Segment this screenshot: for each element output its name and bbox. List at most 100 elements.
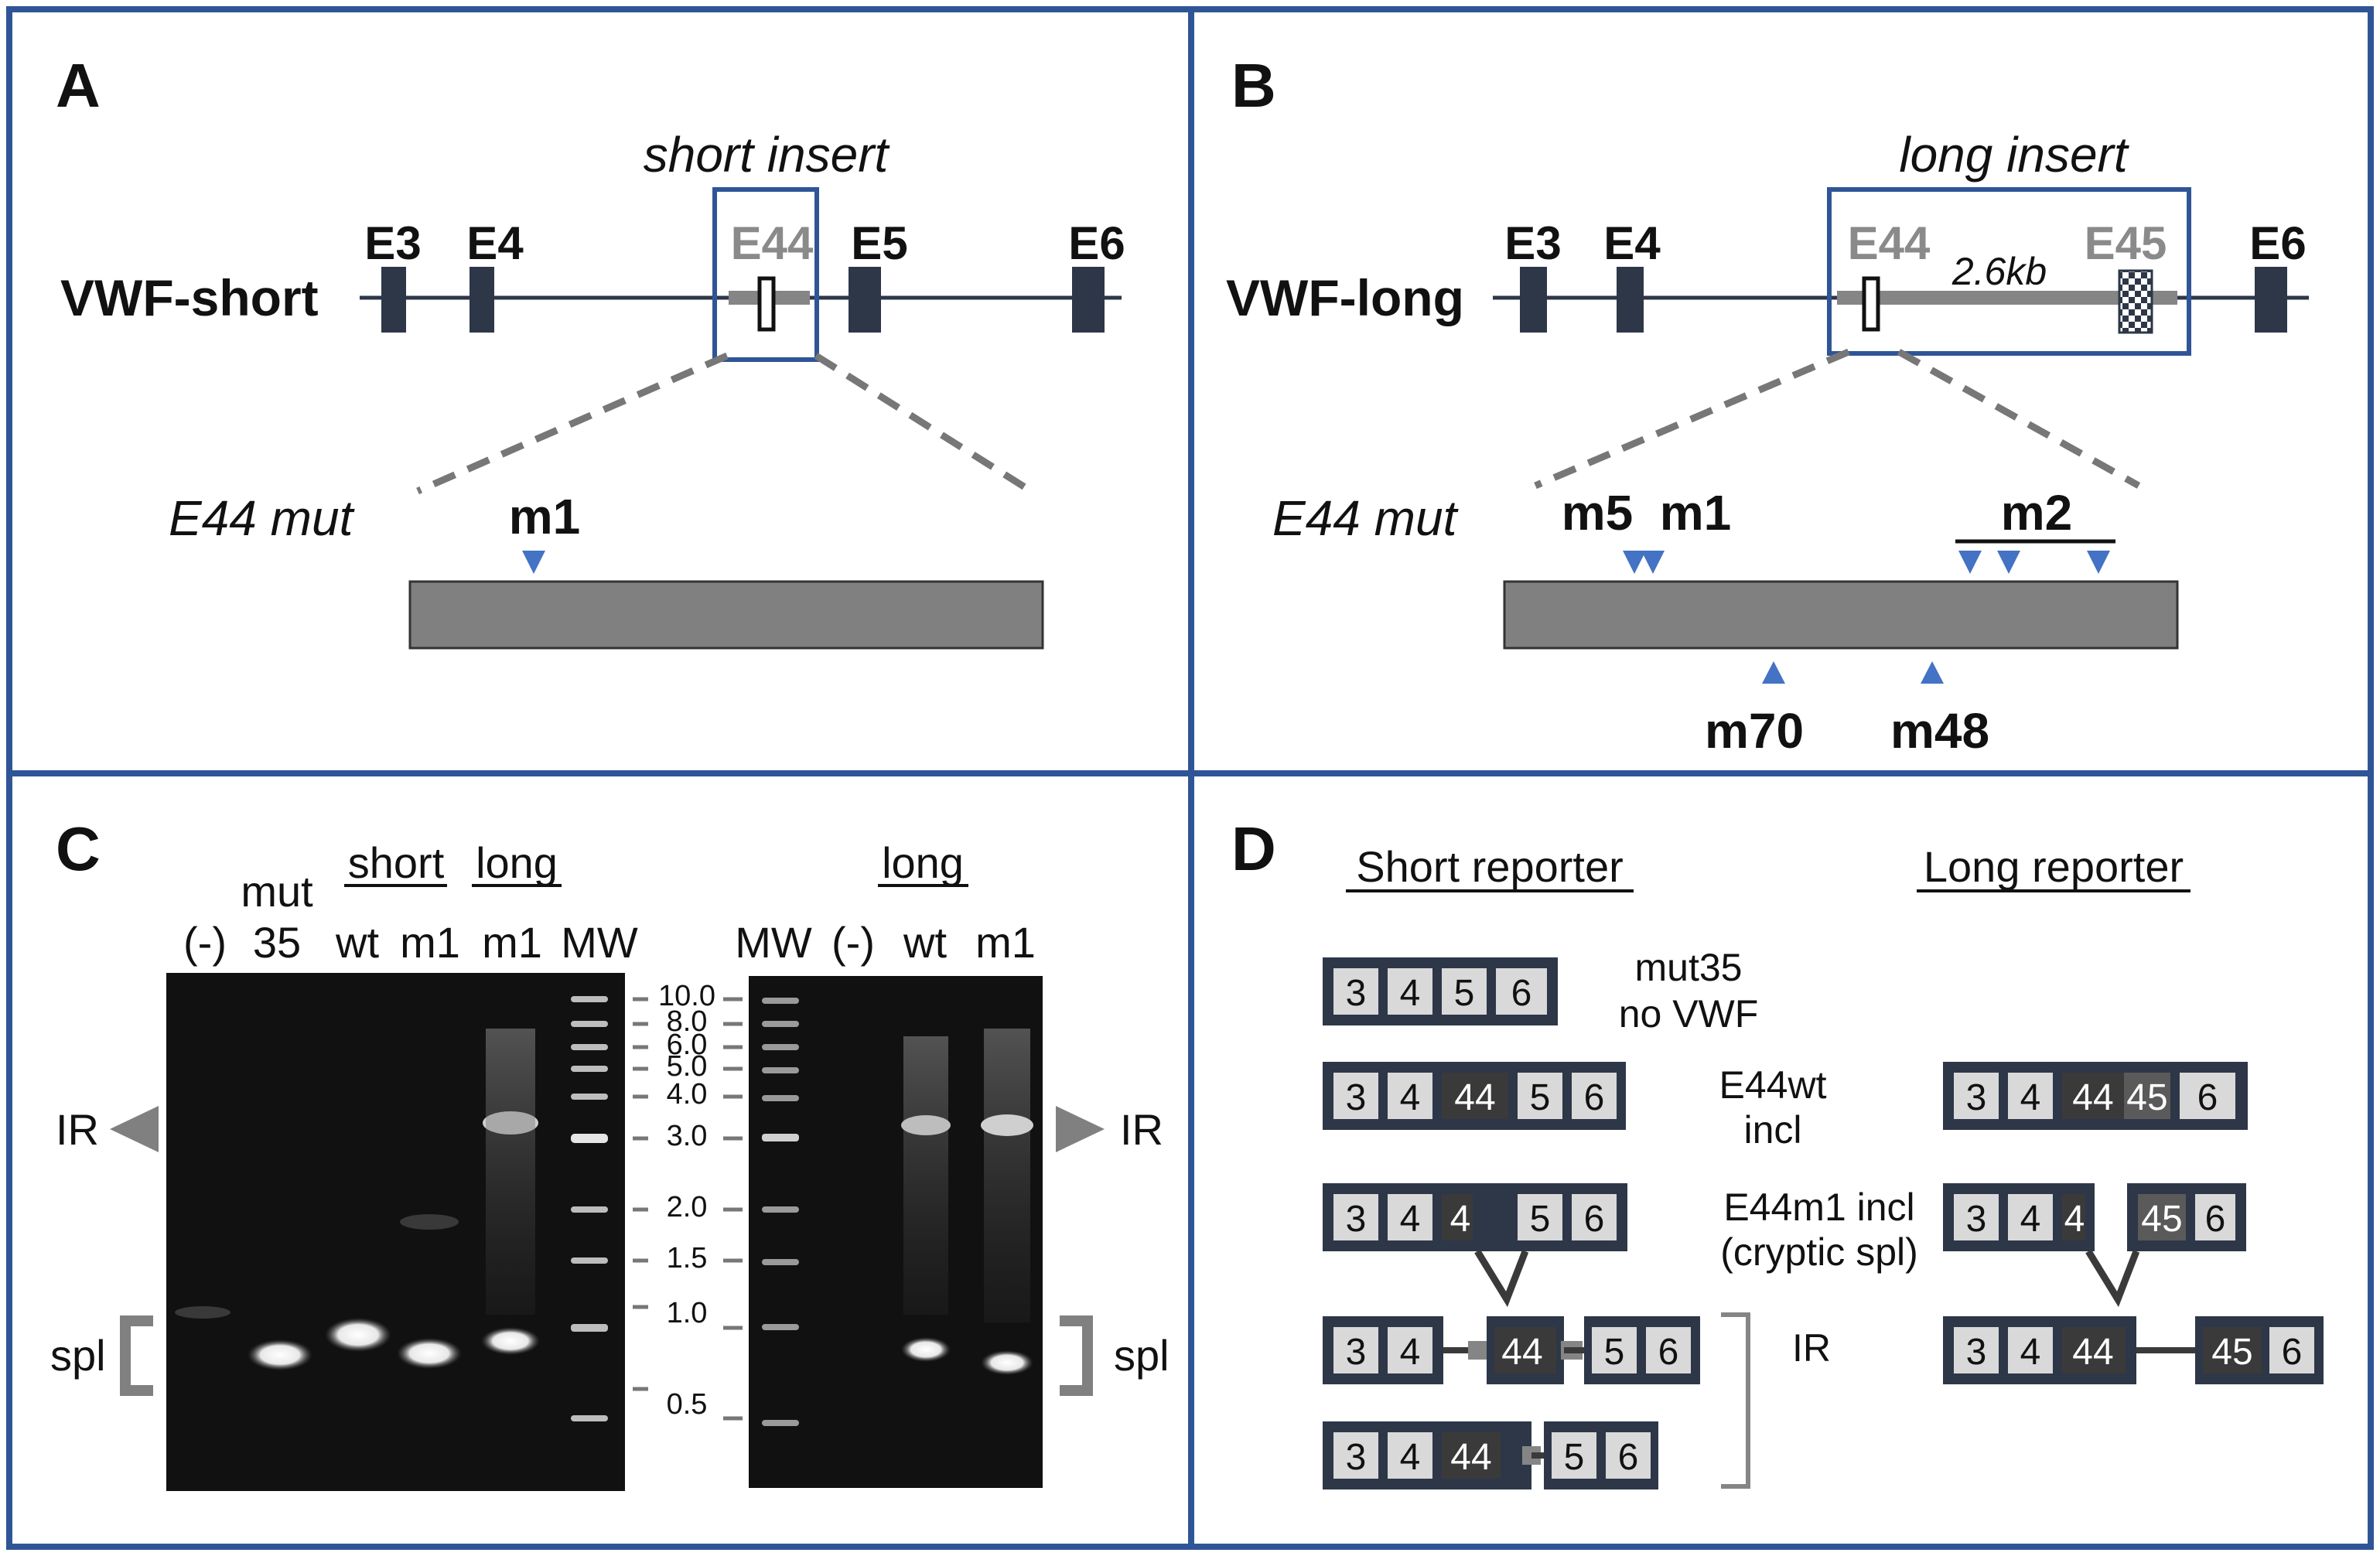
long-insert-label: long insert (1899, 127, 2129, 183)
exon-4-box (1388, 1432, 1432, 1479)
exon-e6-label: E6 (1068, 217, 1125, 269)
exon-e44-label-b: E44 (1848, 217, 1931, 269)
zoom-line-left (416, 352, 729, 495)
short-reporter-title: Short reporter (1356, 842, 1624, 891)
exon-4-box (2008, 1073, 2053, 1119)
exon-5-num: 5 (1454, 973, 1475, 1014)
exon-4-box (1388, 1194, 1432, 1240)
gel2-ladder-band (762, 1067, 799, 1073)
gel2-ladder-band (762, 1324, 799, 1330)
mw-scale: 10.0 8.0 6.0 5.0 4.0 3.0 2.0 1.5 1.0 0.5 (633, 980, 743, 1421)
exon-3-box (1333, 1073, 1378, 1119)
exon-44-box (1494, 1327, 1556, 1373)
mw-label-4: 4.0 (667, 1078, 708, 1111)
exon-5-box (1442, 968, 1487, 1015)
exon-3-num: 3 (1346, 1437, 1367, 1478)
gel2-ladder-band (762, 1134, 799, 1141)
exon-6-box (2195, 1194, 2235, 1240)
gel1-lane-neg: (-) (183, 918, 227, 967)
exon-3-box (1954, 1194, 1999, 1240)
exon-5-box (1518, 1194, 1562, 1240)
gel1-ladder-band (571, 1066, 608, 1072)
panel-letter-b: B (1231, 51, 1276, 120)
gel2-ladder-band (762, 1095, 799, 1101)
gel1-lane-wt: wt (335, 918, 379, 967)
gel1-band-m1-short-spl (397, 1338, 462, 1369)
gel2-ladder-band (762, 998, 799, 1004)
gel1-lane-mw: MW (561, 918, 638, 967)
gel2-band-wt-spl (901, 1337, 951, 1362)
zoom-line-left-b (1534, 348, 1850, 490)
mutation-m5-label: m5 (1562, 485, 1634, 541)
row1-label-line1: mut35 (1635, 946, 1743, 989)
exon-45-box (2124, 1073, 2170, 1119)
exon-44-partial-box (1442, 1194, 1473, 1240)
d-row4-short-transcript-a: 3 4 44 5 6 (1323, 1316, 1700, 1384)
gel2-lane-neg: (-) (831, 918, 875, 967)
exon-3-box (1954, 1073, 1999, 1119)
e44-exon-detail-bar-b (1503, 580, 2179, 650)
row4-label-ir: IR (1792, 1326, 1831, 1370)
exon-e4-label-b: E4 (1603, 217, 1661, 269)
spl-label-left: spl (50, 1331, 106, 1380)
exon-4-box (2008, 1194, 2053, 1240)
gel2-band-wt-ir (901, 1115, 951, 1135)
long-intron-segment (1837, 291, 2177, 305)
d-row2-short-transcript: 3 4 44 5 6 (1323, 1062, 1626, 1130)
exon-44-box (2062, 1327, 2126, 1373)
mutation-m1-marker-b (1641, 551, 1665, 574)
gel1-ladder-band (571, 996, 608, 1002)
mutation-m2-marker-3 (2087, 551, 2110, 574)
panel-frames (6, 6, 2374, 1550)
exon-3-box (1333, 1432, 1378, 1479)
mutation-m1-label-a: m1 (509, 489, 581, 544)
gel2-bands (901, 1029, 1033, 1375)
exon-5-num: 5 (1604, 1332, 1625, 1373)
exon-6-box (1572, 1073, 1617, 1119)
row2-label-line1: E44wt (1719, 1063, 1827, 1107)
exon-e3-label: E3 (364, 217, 421, 269)
e44-mut-label-b: E44 mut (1272, 490, 1459, 546)
gel1-ladder-band (571, 1021, 608, 1027)
cryptic-splice-junction (1474, 1249, 1529, 1308)
mw-label-2: 2.0 (667, 1191, 708, 1223)
mw-label-6: 6.0 (667, 1029, 708, 1061)
row3-label-line2: (cryptic spl) (1720, 1230, 1918, 1274)
exon-3-box (1333, 1194, 1378, 1240)
exon-6-num: 6 (2205, 1199, 2226, 1240)
gel1-lane-mut35-bottom: 35 (253, 918, 301, 967)
exon-5-num: 5 (1530, 1199, 1551, 1240)
spl-bracket-right (1060, 1315, 1093, 1396)
d-row3-short-transcript: 3 4 4 5 6 (1323, 1183, 1627, 1308)
exon-4-num: 4 (2020, 1077, 2041, 1118)
mw-label-3: 3.0 (667, 1120, 708, 1152)
d-row4-short-transcript-b: 3 4 44 5 6 (1323, 1421, 1658, 1489)
spl-label-right: spl (1114, 1331, 1170, 1380)
exon-e5-block (849, 267, 881, 333)
exon-45-box (2203, 1327, 2262, 1373)
exon-e44-block-b (1862, 276, 1880, 332)
exon-44-num: 44 (1501, 1332, 1542, 1373)
gel1-ladder-band (571, 1257, 608, 1264)
exon-4-num: 4 (2020, 1199, 2041, 1240)
mutation-m2-marker-2 (1997, 551, 2020, 574)
gel1-header-long: long (476, 838, 558, 887)
mutation-m70-label: m70 (1705, 703, 1804, 759)
gel1-lane-m1-long: m1 (482, 918, 542, 967)
exon-6-num: 6 (1511, 973, 1532, 1014)
ir-label-left: IR (56, 1105, 99, 1154)
exon-4-box (1388, 1073, 1432, 1119)
exon-45-num: 45 (2141, 1199, 2182, 1240)
gel2-band-m1-spl (981, 1350, 1033, 1375)
row2-label-line2: incl (1743, 1108, 1801, 1152)
gel2-band-m1-ir (981, 1114, 1033, 1136)
mw-label-1-5: 1.5 (667, 1242, 708, 1274)
panel-letter-c: C (56, 814, 101, 883)
gel1-image (166, 973, 625, 1491)
exon-e44-block (757, 276, 776, 332)
exon-4-box (1388, 968, 1432, 1015)
exon-5-box (1552, 1432, 1596, 1479)
d-row2-long-transcript: 3 4 44 45 6 (1943, 1062, 2248, 1130)
exon-6-box (2180, 1073, 2235, 1119)
panel-letter-a: A (56, 51, 101, 120)
